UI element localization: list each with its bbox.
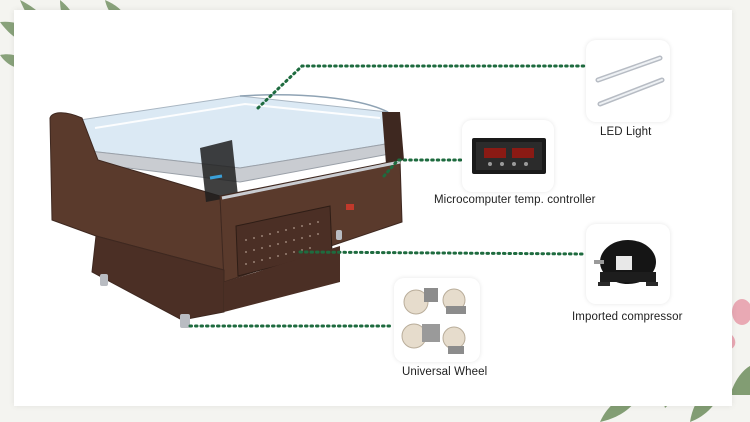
feature-label-universal-wheel: Universal Wheel xyxy=(402,366,488,378)
feature-label-temp-controller: Microcomputer temp. controller xyxy=(434,194,596,206)
led-light-tubes-icon xyxy=(595,55,665,107)
compressor-icon xyxy=(594,240,658,286)
compressor-thumbnail xyxy=(586,224,670,304)
feature-label-compressor: Imported compressor xyxy=(572,311,683,323)
caster-wheels-icon xyxy=(401,288,466,354)
feature-label-led-light: LED Light xyxy=(600,126,652,138)
led-light-thumbnail xyxy=(586,40,670,122)
caster-wheel-thumbnail xyxy=(394,278,480,362)
temperature-controller-icon xyxy=(472,138,546,174)
temp-controller-thumbnail xyxy=(462,120,554,192)
